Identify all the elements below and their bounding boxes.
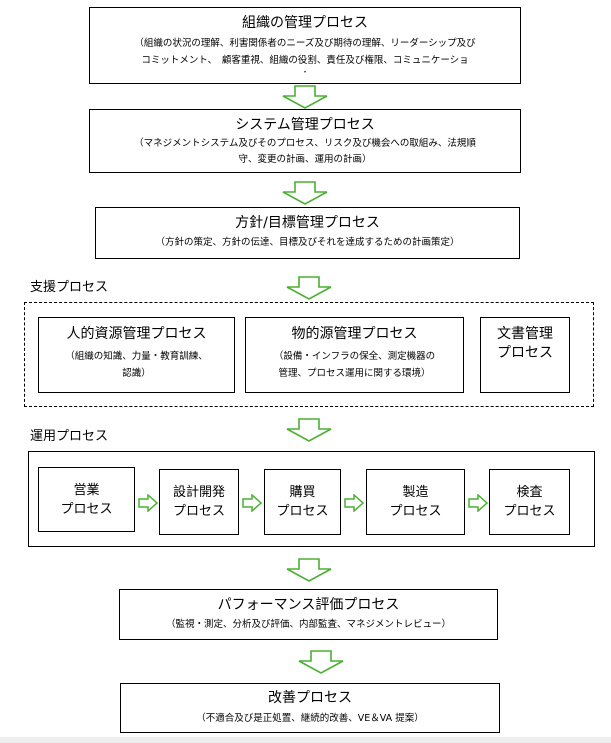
manufacturing-process-line1: 製造 — [402, 485, 429, 500]
manufacturing-process-box: 製造 プロセス — [366, 469, 465, 535]
design-development-line1: 設計開発 — [172, 485, 225, 500]
sales-process-line2: プロセス — [60, 501, 113, 517]
support-process-group — [24, 302, 594, 407]
policy-objective-title: 方針/目標管理プロセス — [235, 215, 380, 231]
org-management-title: 組織の管理プロセス — [242, 15, 368, 31]
performance-evaluation-box: パフォーマンス評価プロセス （監視・測定、分析及び評価、内部監査、マネジメントレ… — [119, 589, 498, 640]
down-arrow-icon — [298, 650, 344, 674]
human-resource-title: 人的資源管理プロセス — [66, 326, 207, 342]
purchasing-process-line1: 購買 — [289, 485, 316, 500]
physical-resource-desc-line1: （設備・インフラの保全、測定機器の — [273, 351, 436, 362]
policy-objective-box: 方針/目標管理プロセス （方針の策定、方針の伝達、目標及びそれを達成するための計… — [95, 207, 520, 259]
performance-evaluation-desc: （監視・測定、分析及び評価、内部監査、マネジメントレビュー） — [165, 619, 451, 630]
sales-process-line1: 営業 — [73, 482, 100, 498]
right-arrow-icon — [468, 494, 488, 512]
operation-process-label: 運用プロセス — [30, 429, 109, 444]
operation-process-group — [28, 451, 595, 547]
document-management-title-line1: 文書管理 — [497, 326, 553, 342]
human-resource-box: 人的資源管理プロセス （組織の知識、力量・教育訓練、 認識） — [38, 317, 235, 393]
right-arrow-icon — [138, 494, 158, 512]
purchasing-process-line2: プロセス — [276, 504, 329, 519]
human-resource-desc-line2: 認識） — [122, 368, 151, 379]
physical-resource-title: 物的源管理プロセス — [291, 326, 418, 342]
performance-evaluation-title: パフォーマンス評価プロセス — [217, 597, 400, 613]
system-management-box: システム管理プロセス （マネジメントシステム及びそのプロセス、リスク及び機会への… — [89, 109, 521, 173]
down-arrow-icon — [282, 85, 328, 109]
physical-resource-desc-line2: 管理、プロセス運用に関する環境） — [278, 368, 431, 379]
down-arrow-icon — [286, 276, 332, 300]
right-arrow-icon — [344, 494, 364, 512]
org-management-desc-line2: コミットメント、 顧客重視、組織の役割、責任及び権限、コミュニケーショ — [141, 55, 469, 66]
design-development-box: 設計開発 プロセス — [159, 469, 239, 535]
inspection-process-box: 検査 プロセス — [489, 469, 570, 535]
system-management-desc-line1: （マネジメントシステム及びそのプロセス、リスク及び機会への取組み、法規順 — [134, 138, 476, 149]
design-development-line2: プロセス — [172, 504, 225, 519]
org-management-desc-line3: ・ — [301, 68, 309, 76]
improvement-title: 改善プロセス — [268, 690, 352, 706]
document-management-box: 文書管理 プロセス — [480, 317, 570, 393]
inspection-process-line1: 検査 — [516, 485, 543, 500]
org-management-desc-line1: （組織の状況の理解、利害関係者のニーズ及び期待の理解、リーダーシップ及び — [134, 38, 476, 49]
system-management-title: システム管理プロセス — [235, 117, 375, 133]
org-management-box: 組織の管理プロセス （組織の状況の理解、利害関係者のニーズ及び期待の理解、リーダ… — [89, 7, 521, 84]
down-arrow-icon — [286, 558, 332, 582]
bottom-strip — [0, 737, 611, 743]
improvement-box: 改善プロセス （不適合及び是正処置、継続的改善、VE＆VA 提案） — [120, 683, 500, 733]
down-arrow-icon — [286, 418, 332, 442]
purchasing-process-box: 購買 プロセス — [264, 469, 341, 535]
support-process-label: 支援プロセス — [30, 280, 109, 295]
inspection-process-line2: プロセス — [503, 504, 556, 519]
improvement-desc: （不適合及び是正処置、継続的改善、VE＆VA 提案） — [196, 713, 424, 724]
human-resource-desc-line1: （組織の知識、力量・教育訓練、 — [65, 351, 208, 362]
physical-resource-box: 物的源管理プロセス （設備・インフラの保全、測定機器の 管理、プロセス運用に関す… — [245, 317, 464, 393]
policy-objective-desc: （方針の策定、方針の伝達、目標及びそれを達成するための計画策定） — [155, 237, 460, 248]
manufacturing-process-line2: プロセス — [389, 504, 442, 519]
sales-process-box: 営業 プロセス — [38, 467, 135, 532]
document-management-title-line2: プロセス — [497, 345, 553, 361]
system-management-desc-line2: 守、変更の計画、運用の計画） — [238, 154, 372, 165]
down-arrow-icon — [282, 181, 328, 205]
right-arrow-icon — [242, 494, 262, 512]
